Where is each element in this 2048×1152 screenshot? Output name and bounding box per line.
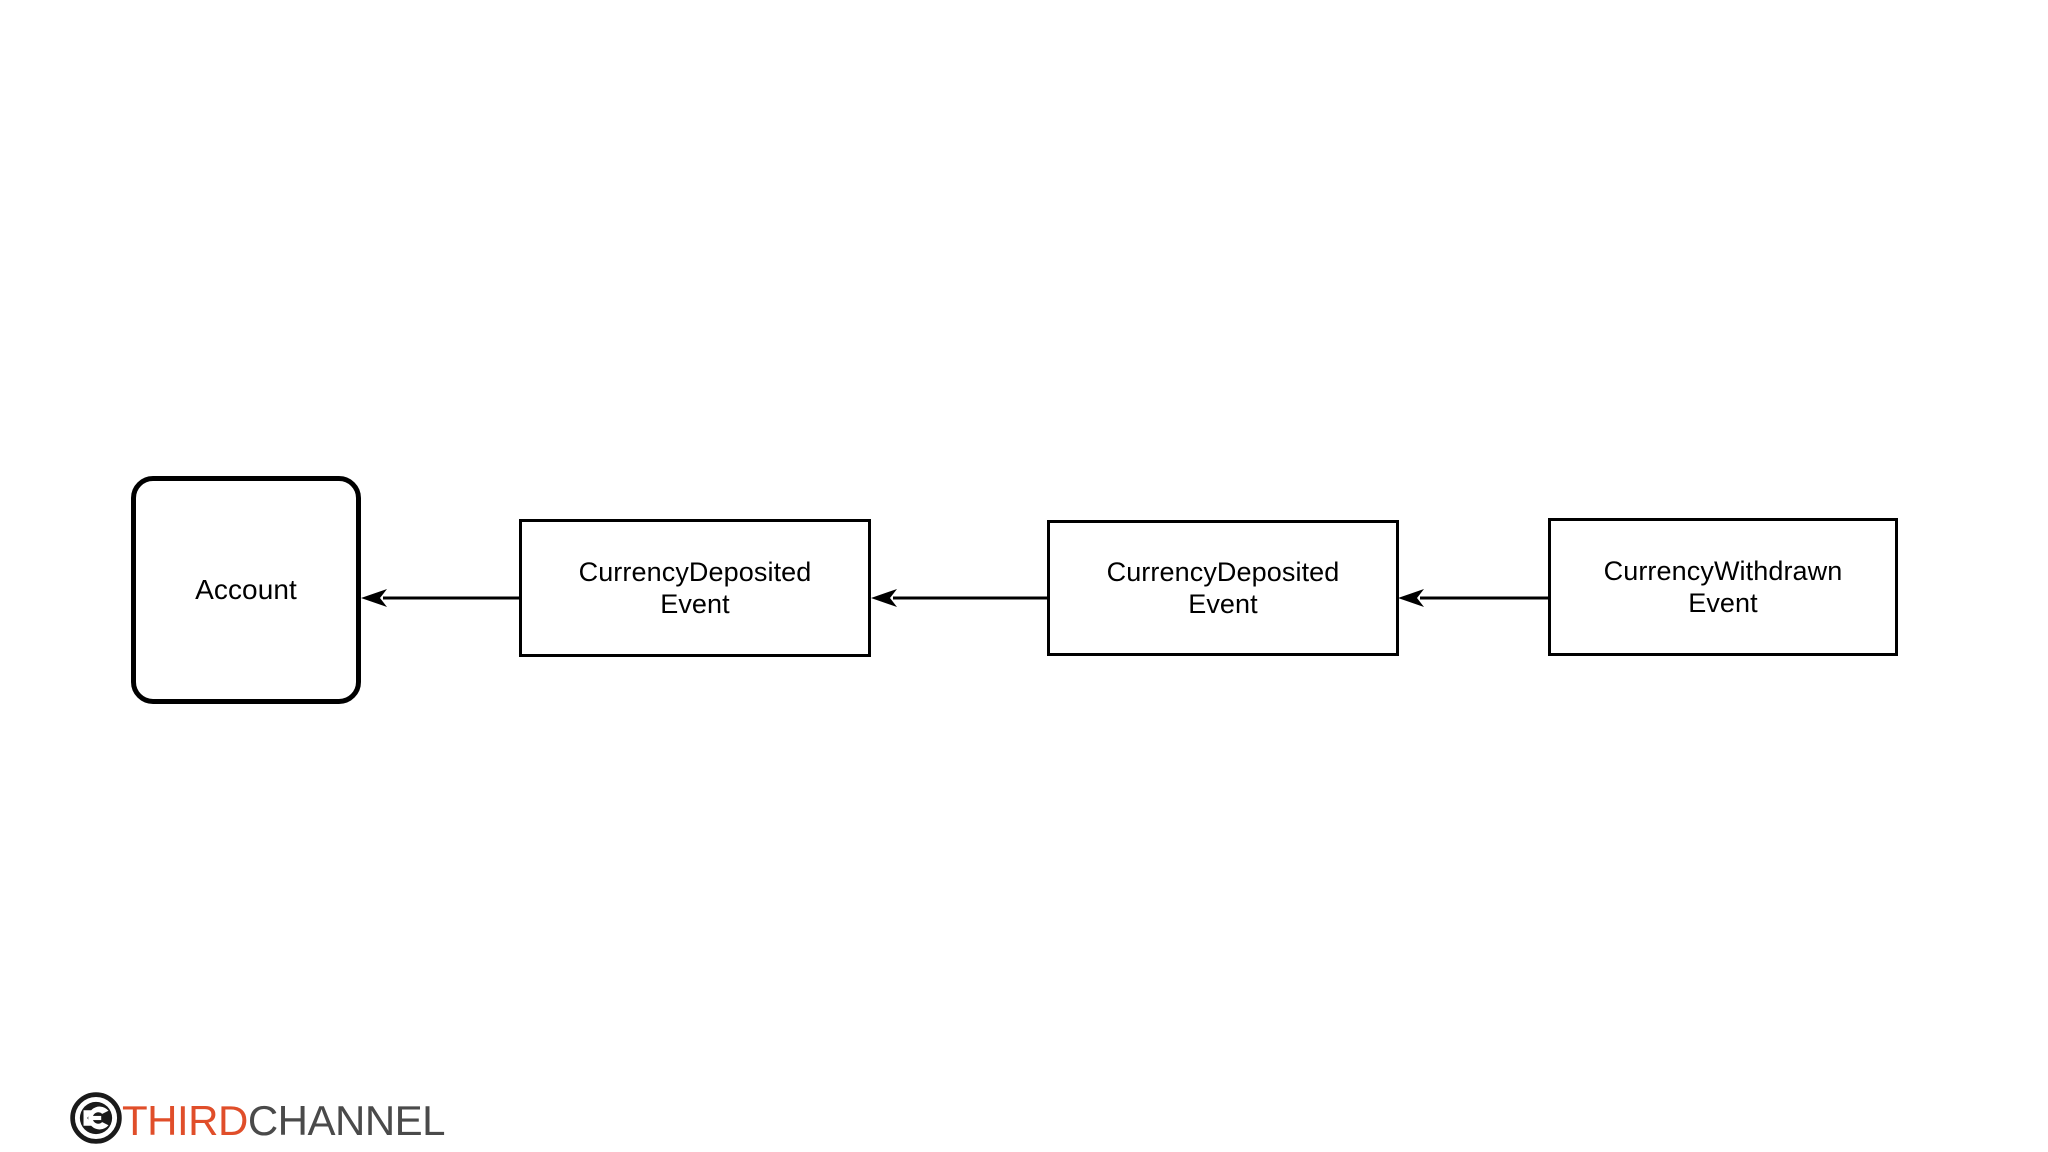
brand-logo: THIRD CHANNEL (70, 1092, 446, 1149)
arrow-event2-to-event1 (871, 586, 1048, 610)
thirdchannel-3c-circle-icon (70, 1092, 122, 1149)
node-event-currency-deposited-2[interactable]: CurrencyDeposited Event (1047, 520, 1399, 656)
node-event-currency-withdrawn[interactable]: CurrencyWithdrawn Event (1548, 518, 1898, 656)
logo-wordmark-third: THIRD (122, 1096, 248, 1144)
node-event-currency-deposited-1[interactable]: CurrencyDeposited Event (519, 519, 871, 657)
arrow-event3-to-event2 (1398, 586, 1549, 610)
node-event-3-label: CurrencyWithdrawn Event (1603, 555, 1843, 618)
node-account[interactable]: Account (131, 476, 361, 704)
node-account-label: Account (195, 574, 297, 606)
node-event-2-label: CurrencyDeposited Event (1106, 556, 1340, 619)
logo-wordmark-channel: CHANNEL (247, 1096, 446, 1144)
arrow-event1-to-account (361, 586, 520, 610)
node-event-1-label: CurrencyDeposited Event (578, 556, 812, 619)
